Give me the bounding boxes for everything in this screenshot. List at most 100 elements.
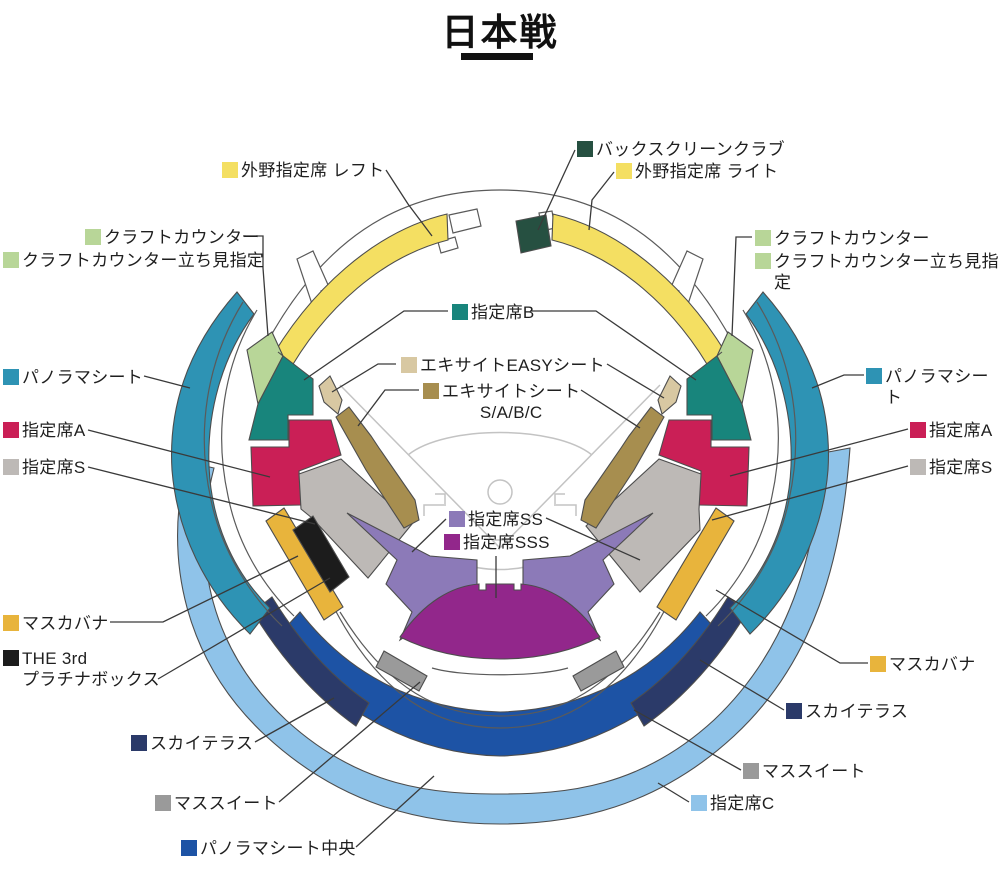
legend-craft-counter-right: クラフトカウンター xyxy=(755,228,930,249)
region-the-3rd-platinum-box xyxy=(292,515,350,593)
legend-seat-a-left: 指定席A xyxy=(3,420,86,441)
legend-seat-c: 指定席C xyxy=(691,793,774,814)
region-sky-terrace-right xyxy=(630,596,748,727)
leader-seat-a-right xyxy=(729,428,909,477)
craft-counter-standing-right-swatch xyxy=(755,253,771,269)
walkway-left-inner xyxy=(221,309,295,617)
sky-terrace-left-swatch xyxy=(131,735,147,751)
region-seat-a-right xyxy=(658,419,750,507)
region-seat-sss xyxy=(399,583,601,660)
seat-ss-swatch xyxy=(449,511,465,527)
ring-backstop-concourse xyxy=(431,667,569,676)
panorama-right-swatch xyxy=(866,368,882,384)
leader-panorama-center xyxy=(355,775,435,848)
legend-label: 外野指定席 ライト xyxy=(635,162,779,181)
legend-label: クラフトカウンター xyxy=(774,229,930,248)
region-mass-suite-left xyxy=(375,650,428,692)
leader-seat-ss-right xyxy=(545,517,641,561)
walkway-right-inner xyxy=(705,309,779,617)
leader-easy-right xyxy=(606,363,665,399)
legend-label: THE 3rd プラチナボックス xyxy=(22,649,160,690)
legend-craft-counter-standing-left: クラフトカウンター立ち見指定 xyxy=(3,250,264,271)
leader-excite-left xyxy=(357,389,419,427)
legend-label: 外野指定席 レフト xyxy=(241,161,385,180)
dugout-right-outline xyxy=(554,504,577,516)
region-excite-easy-left xyxy=(318,375,343,415)
legend-label: パノラマシート中央 xyxy=(200,839,356,858)
legend-seat-s-left: 指定席S xyxy=(3,457,86,478)
foul-line-left xyxy=(339,384,501,549)
legend-panorama-left: パノラマシート xyxy=(3,367,143,388)
legend-label: マススイート xyxy=(174,794,278,813)
seat-b-swatch xyxy=(452,304,468,320)
legend-seat-sss: 指定席SSS xyxy=(444,532,550,553)
seat-c-swatch xyxy=(691,795,707,811)
legend-label: クラフトカウンター xyxy=(104,228,260,247)
sky-terrace-right-swatch xyxy=(786,703,802,719)
region-mas-cabana-left xyxy=(265,507,344,621)
first-base-mark xyxy=(554,493,565,504)
legend-label: 指定席A xyxy=(22,421,86,440)
pitcher-circle xyxy=(487,479,513,505)
leader-mass-suite-left xyxy=(278,681,421,803)
legend-craft-counter-standing-right: クラフトカウンター立ち見指定 xyxy=(755,251,1000,294)
region-excite-seat-left xyxy=(335,406,420,529)
walkway-right-outer xyxy=(717,301,797,627)
leader-mas-cabana-left xyxy=(110,555,299,623)
legend-label: パノラマシート xyxy=(885,367,989,408)
craft-counter-standing-left-swatch xyxy=(3,252,19,268)
legend-excite-easy: エキサイトEASYシート xyxy=(401,355,605,376)
region-seat-b-right xyxy=(686,351,752,441)
panorama-center-swatch xyxy=(181,840,197,856)
backscreen-club-swatch xyxy=(577,141,593,157)
mas-cabana-right-swatch xyxy=(870,656,886,672)
legend-mass-suite-right: マススイート xyxy=(743,761,866,782)
region-seat-c xyxy=(177,447,851,825)
leader-mas-cabana-right xyxy=(715,589,868,664)
seat-a-right-swatch xyxy=(910,422,926,438)
craft-counter-left-swatch xyxy=(85,229,101,245)
legend-outfield-left: 外野指定席 レフト xyxy=(222,160,384,181)
legend-label: 指定席SSS xyxy=(463,533,550,552)
region-seat-a-left xyxy=(250,419,342,507)
legend-outfield-right: 外野指定席 ライト xyxy=(616,161,778,182)
leader-backscreen-club xyxy=(537,149,576,231)
legend-seat-s-right: 指定席S xyxy=(910,457,993,478)
legend-seat-ss: 指定席SS xyxy=(449,509,543,530)
leader-seat-s-right xyxy=(711,465,909,521)
legend-panorama-right: パノラマシート xyxy=(866,366,1000,409)
legend-seat-a-right: 指定席A xyxy=(910,420,993,441)
legend-label: 指定席C xyxy=(710,794,775,813)
leader-craft-left xyxy=(243,235,269,337)
leader-panorama-right xyxy=(811,374,864,389)
seat-sss-swatch xyxy=(444,534,460,550)
the-3rd-platinum-box-swatch xyxy=(3,650,19,666)
region-mass-suite-right xyxy=(572,650,625,692)
region-sky-terrace-left xyxy=(252,596,370,727)
dugout-left-outline xyxy=(423,504,446,516)
leader-seat-ss-left xyxy=(411,518,447,553)
leader-outfield-left xyxy=(385,169,433,237)
panorama-left-swatch xyxy=(3,369,19,385)
leader-easy-left xyxy=(331,363,396,393)
outfield-grass-arc xyxy=(407,431,593,456)
ring-bottom-2 xyxy=(329,599,671,729)
region-mas-cabana-right xyxy=(656,507,735,621)
leader-lines xyxy=(87,149,909,848)
page-title: 日本戦 xyxy=(441,12,559,53)
seat-s-left-swatch xyxy=(3,459,19,475)
region-outfield-left xyxy=(265,213,449,379)
legend-seat-b: 指定席B xyxy=(452,302,535,323)
mass-suite-left-swatch xyxy=(155,795,171,811)
foul-line-right xyxy=(499,384,661,549)
legend-excite-seat: エキサイトシート S/A/B/C xyxy=(423,381,580,424)
legend-label: エキサイトシート S/A/B/C xyxy=(442,382,581,423)
legend-mass-suite-left: マススイート xyxy=(155,793,278,814)
craft-counter-right-swatch xyxy=(755,230,771,246)
leader-seat-a-left xyxy=(87,429,271,478)
legend-label: 指定席B xyxy=(471,303,535,322)
legend-label: 指定席SS xyxy=(468,510,544,529)
scoreboard-left-outline xyxy=(448,208,482,234)
